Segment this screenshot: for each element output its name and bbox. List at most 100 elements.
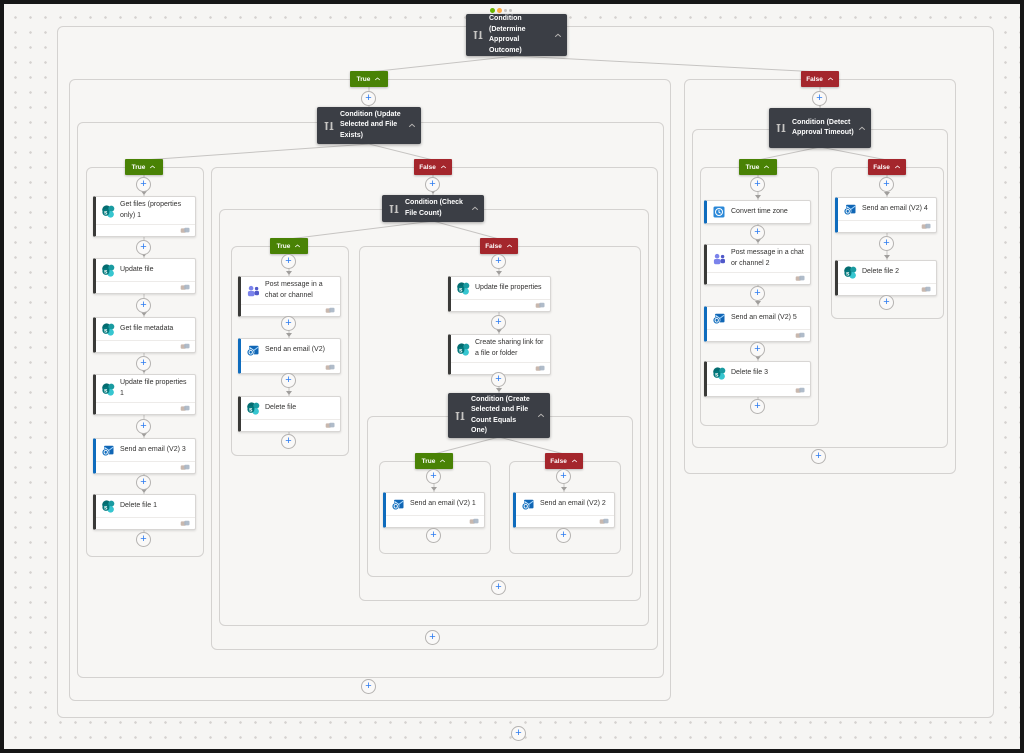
insert-step-button[interactable]: + (750, 399, 765, 414)
sharepoint-icon (101, 322, 115, 336)
card-footer (96, 340, 195, 352)
branch-badge-false[interactable]: False (480, 238, 518, 254)
insert-step-button[interactable]: + (750, 286, 765, 301)
action-update-file-properties-1[interactable]: Update file properties 1 (93, 374, 196, 415)
condition-title: Condition (Check File Count) (405, 199, 463, 217)
action-title: Post message in a chat or channel (265, 281, 323, 299)
action-delete-file[interactable]: Delete file (238, 396, 341, 432)
insert-step-button[interactable]: + (136, 356, 151, 371)
action-post-message-chat-or-channel[interactable]: Post message in a chat or channel (238, 276, 341, 317)
insert-step-button[interactable]: + (361, 91, 376, 106)
condition-icon (322, 119, 336, 133)
insert-step-button[interactable]: + (879, 177, 894, 192)
card-footer (96, 281, 195, 293)
branch-badge-false[interactable]: False (801, 71, 839, 87)
branch-badge-false[interactable]: False (868, 159, 906, 175)
insert-step-button[interactable]: + (511, 726, 526, 741)
insert-step-button[interactable]: + (281, 254, 296, 269)
outlook-icon (391, 497, 405, 511)
action-send-an-email-v2-2[interactable]: Send an email (V2) 2 (513, 492, 615, 528)
condition-create-selected-count-one[interactable]: Condition (Create Selected and File Coun… (448, 393, 550, 438)
insert-step-button[interactable]: + (491, 580, 506, 595)
connections-icon (795, 387, 806, 394)
condition-update-selected-file-exists[interactable]: Condition (Update Selected and File Exis… (317, 107, 421, 144)
action-send-an-email-v2-4[interactable]: Send an email (V2) 4 (835, 197, 937, 233)
connections-icon (180, 464, 191, 471)
condition-detect-approval-timeout[interactable]: Condition (Detect Approval Timeout) (769, 108, 871, 148)
chevron-up-icon (408, 123, 416, 128)
branch-badge-false[interactable]: False (414, 159, 452, 175)
branch-badge-true[interactable]: True (415, 453, 453, 469)
insert-step-button[interactable]: + (491, 254, 506, 269)
condition-check-file-count[interactable]: Condition (Check File Count) (382, 195, 484, 222)
branch-badge-true[interactable]: True (270, 238, 308, 254)
branch-badge-true[interactable]: True (125, 159, 163, 175)
insert-step-button[interactable]: + (750, 342, 765, 357)
insert-step-button[interactable]: + (425, 630, 440, 645)
branch-badge-true[interactable]: True (350, 71, 388, 87)
insert-step-button[interactable]: + (136, 240, 151, 255)
action-delete-file-1[interactable]: Delete file 1 (93, 494, 196, 530)
action-title: Update file (120, 265, 154, 273)
insert-step-button[interactable]: + (491, 315, 506, 330)
branch-badge-true[interactable]: True (739, 159, 777, 175)
insert-step-button[interactable]: + (426, 469, 441, 484)
insert-step-button[interactable]: + (281, 373, 296, 388)
outlook-icon (843, 202, 857, 216)
badge-label: True (745, 163, 760, 171)
condition-determine-approval-outcome[interactable]: Condition (Determine Approval Outcome) (466, 14, 567, 56)
insert-step-button[interactable]: + (750, 225, 765, 240)
connections-icon (180, 520, 191, 527)
badge-label: False (550, 457, 567, 465)
insert-step-button[interactable]: + (281, 316, 296, 331)
insert-step-button[interactable]: + (879, 295, 894, 310)
action-update-file[interactable]: Update file (93, 258, 196, 294)
action-update-file-properties[interactable]: Update file properties (448, 276, 551, 312)
action-send-an-email-v2-5[interactable]: Send an email (V2) 5 (704, 306, 811, 342)
insert-step-button[interactable]: + (750, 177, 765, 192)
action-create-sharing-link[interactable]: Create sharing link for a file or folder (448, 334, 551, 375)
action-send-an-email-v2-3[interactable]: Send an email (V2) 3 (93, 438, 196, 474)
insert-step-button[interactable]: + (425, 177, 440, 192)
chevron-up-icon (471, 206, 479, 211)
insert-step-button[interactable]: + (136, 298, 151, 313)
action-get-files-properties-only-1[interactable]: Get files (properties only) 1 (93, 196, 196, 237)
insert-step-button[interactable]: + (812, 91, 827, 106)
insert-step-button[interactable]: + (281, 434, 296, 449)
insert-step-button[interactable]: + (556, 528, 571, 543)
connections-icon (325, 364, 336, 371)
outlook-icon (712, 311, 726, 325)
chevron-up-icon (149, 165, 156, 169)
action-get-file-metadata[interactable]: Get file metadata (93, 317, 196, 353)
branch-badge-false[interactable]: False (545, 453, 583, 469)
orange-dot-icon (497, 8, 502, 13)
connections-icon (180, 284, 191, 291)
insert-step-button[interactable]: + (136, 419, 151, 434)
timezone-icon (712, 205, 726, 219)
badge-label: True (421, 457, 436, 465)
insert-step-button[interactable]: + (136, 475, 151, 490)
insert-step-button[interactable]: + (556, 469, 571, 484)
insert-step-button[interactable]: + (136, 177, 151, 192)
action-send-an-email-v2[interactable]: Send an email (V2) (238, 338, 341, 374)
action-post-message-chat-or-channel-2[interactable]: Post message in a chat or channel 2 (704, 244, 811, 285)
action-delete-file-2[interactable]: Delete file 2 (835, 260, 937, 296)
insert-step-button[interactable]: + (879, 236, 894, 251)
connections-icon (535, 302, 546, 309)
action-send-an-email-v2-1[interactable]: Send an email (V2) 1 (383, 492, 485, 528)
action-delete-file-3[interactable]: Delete file 3 (704, 361, 811, 397)
card-footer (838, 283, 936, 295)
insert-step-button[interactable]: + (811, 449, 826, 464)
action-convert-time-zone[interactable]: Convert time zone (704, 200, 811, 224)
connections-icon (325, 422, 336, 429)
insert-step-button[interactable]: + (361, 679, 376, 694)
insert-step-button[interactable]: + (136, 532, 151, 547)
sharepoint-icon (101, 263, 115, 277)
card-footer (96, 461, 195, 473)
action-title: Send an email (V2) (265, 345, 325, 353)
insert-step-button[interactable]: + (491, 372, 506, 387)
insert-step-button[interactable]: + (426, 528, 441, 543)
card-footer (96, 224, 195, 236)
teams-icon (712, 252, 726, 266)
